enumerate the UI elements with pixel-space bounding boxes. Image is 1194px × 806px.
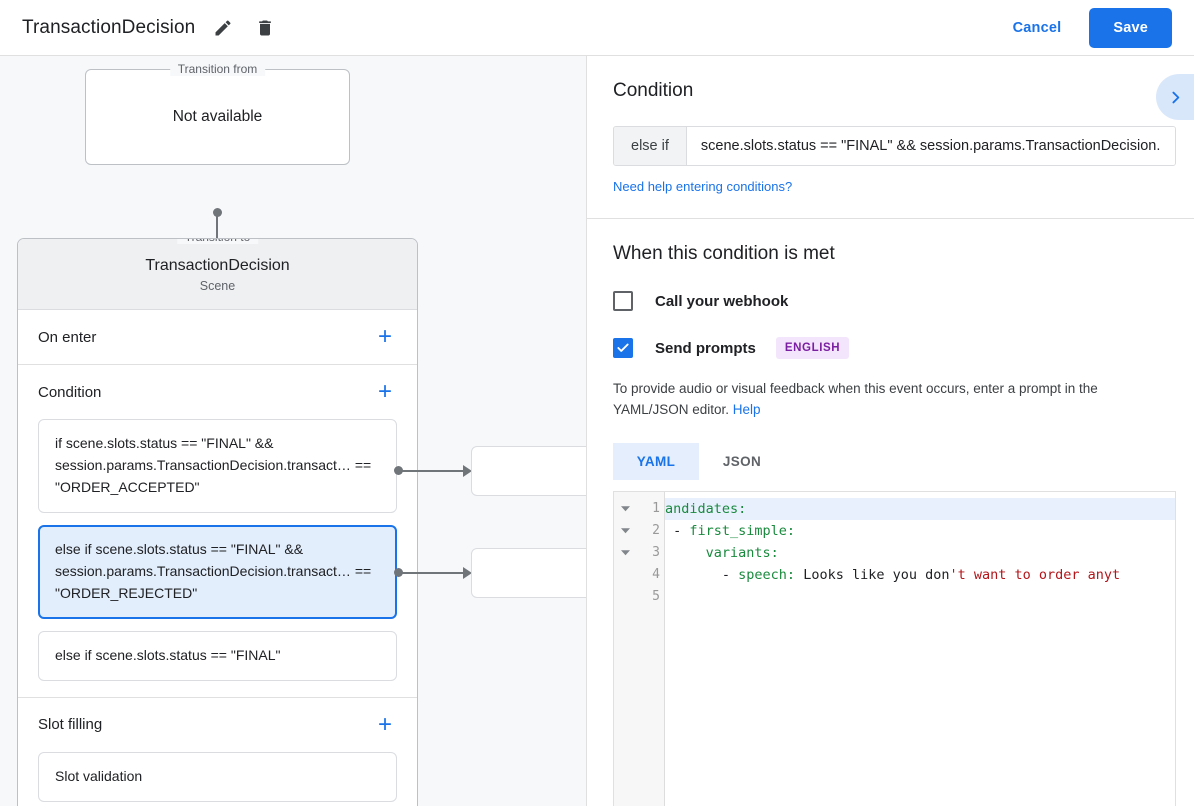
code-editor[interactable]: 1 2 3 4 5 andidates: - first_simple: var… xyxy=(613,490,1176,806)
code-token: - xyxy=(665,522,690,539)
call-webhook-label: Call your webhook xyxy=(655,292,789,310)
condition-2-out-dot xyxy=(394,568,403,577)
condition-chip-1[interactable]: if scene.slots.status == "FINAL" && sess… xyxy=(38,419,397,513)
send-prompts-checkbox[interactable] xyxy=(613,338,633,358)
condition-1-target-box[interactable] xyxy=(471,446,586,496)
line-number: 3 xyxy=(652,544,660,560)
scene-name: TransactionDecision xyxy=(145,257,290,274)
condition-2-target-box[interactable] xyxy=(471,548,586,598)
section-slot-filling: Slot filling + Slot validation xyxy=(18,698,417,806)
details-panel: Condition else if Need help entering con… xyxy=(586,56,1194,806)
condition-help-link[interactable]: Need help entering conditions? xyxy=(613,179,793,194)
line-number: 4 xyxy=(652,566,660,582)
section-slot-filling-title: Slot filling xyxy=(38,716,103,734)
code-line xyxy=(665,586,1175,608)
section-condition-header: Condition + xyxy=(38,365,397,419)
condition-input-group: else if xyxy=(613,126,1176,166)
code-token xyxy=(665,545,706,561)
section-slot-filling-header: Slot filling + xyxy=(38,698,397,752)
code-line: - first_simple: xyxy=(665,520,1175,542)
section-on-enter-title: On enter xyxy=(38,328,97,346)
slot-validation-chip[interactable]: Slot validation xyxy=(38,751,397,802)
fold-toggle-icon[interactable] xyxy=(614,520,636,542)
transition-from-legend: Transition from xyxy=(169,62,266,76)
transition-to-legend: Transition to xyxy=(176,238,259,244)
delete-trash-icon[interactable] xyxy=(251,14,279,42)
line-number: 1 xyxy=(652,500,660,516)
line-number: 5 xyxy=(652,588,660,604)
scene-type: Scene xyxy=(199,279,236,293)
code-line: andidates: xyxy=(665,497,1175,520)
webhook-row: Call your webhook xyxy=(613,291,1168,311)
add-slot-filling-button[interactable]: + xyxy=(377,710,392,738)
add-condition-button[interactable]: + xyxy=(377,378,392,405)
send-prompts-row: Send prompts ENGLISH xyxy=(613,337,1168,359)
section-condition: Condition + if scene.slots.status == "FI… xyxy=(18,365,417,698)
code-token: speech: xyxy=(738,566,796,583)
prompts-description-text: To provide audio or visual feedback when… xyxy=(613,381,1098,417)
code-token: Looks like you don xyxy=(795,566,950,583)
condition-chip-2[interactable]: else if scene.slots.status == "FINAL" &&… xyxy=(38,524,397,619)
format-tabs: YAML JSON xyxy=(613,442,1168,480)
when-condition-met-title: When this condition is met xyxy=(613,243,835,264)
section-condition-title: Condition xyxy=(38,383,102,401)
code-line: variants: xyxy=(665,542,1175,564)
add-on-enter-button[interactable]: + xyxy=(377,323,392,350)
fold-toggle-icon[interactable] xyxy=(614,498,636,520)
section-on-enter: On enter + xyxy=(18,310,417,365)
code-token: 't want to order anyt xyxy=(949,566,1121,583)
page-title: TransactionDecision xyxy=(22,16,196,38)
code-token: first_simple: xyxy=(689,522,796,539)
line-number: 2 xyxy=(652,522,660,538)
cancel-button[interactable]: Cancel xyxy=(999,12,1076,44)
condition-2-arrow xyxy=(463,567,472,579)
editor-code-area[interactable]: andidates: - first_simple: variants: - s… xyxy=(665,492,1175,806)
when-condition-met-section: When this condition is met Call your web… xyxy=(587,219,1194,806)
condition-2-edge xyxy=(399,572,469,574)
condition-section-heading: Condition xyxy=(613,80,694,101)
flow-canvas: Transition from Not available Transition… xyxy=(0,56,586,806)
tab-yaml[interactable]: YAML xyxy=(613,442,699,480)
condition-1-out-dot xyxy=(394,466,403,475)
send-prompts-label: Send prompts xyxy=(655,339,756,357)
editor-line-numbers: 1 2 3 4 5 xyxy=(636,491,665,806)
condition-editor-section: Condition else if Need help entering con… xyxy=(587,56,1194,219)
condition-1-edge xyxy=(399,470,469,472)
prompts-help-link[interactable]: Help xyxy=(732,401,761,417)
transition-from-node[interactable]: Transition from Not available xyxy=(85,62,350,165)
scene-header[interactable]: Transition to TransactionDecision Scene xyxy=(18,238,417,310)
condition-1-arrow xyxy=(463,465,472,477)
condition-chip-3[interactable]: else if scene.slots.status == "FINAL" xyxy=(38,630,397,681)
condition-input[interactable] xyxy=(686,127,1175,165)
code-token: andidates: xyxy=(665,500,747,517)
editor-fold-gutter xyxy=(614,491,636,806)
chevron-right-icon[interactable] xyxy=(1156,74,1194,120)
code-token: - xyxy=(665,566,739,583)
language-badge: ENGLISH xyxy=(775,337,850,359)
section-on-enter-header: On enter + xyxy=(38,310,397,364)
condition-prefix-label: else if xyxy=(614,127,687,165)
connector-dot-from xyxy=(213,208,222,217)
code-line: - speech: Looks like you don't want to o… xyxy=(665,564,1175,586)
tab-json[interactable]: JSON xyxy=(722,453,762,469)
prompts-description: To provide audio or visual feedback when… xyxy=(613,379,1168,421)
code-token: variants: xyxy=(705,544,779,561)
transition-from-value: Not available xyxy=(172,108,263,125)
call-webhook-checkbox[interactable] xyxy=(613,291,633,311)
top-bar: TransactionDecision Cancel Save xyxy=(0,0,1194,56)
save-button[interactable]: Save xyxy=(1089,7,1172,48)
edit-pencil-icon[interactable] xyxy=(209,14,237,42)
scene-card: Transition to TransactionDecision Scene … xyxy=(17,238,418,806)
fold-toggle-icon[interactable] xyxy=(614,542,636,564)
